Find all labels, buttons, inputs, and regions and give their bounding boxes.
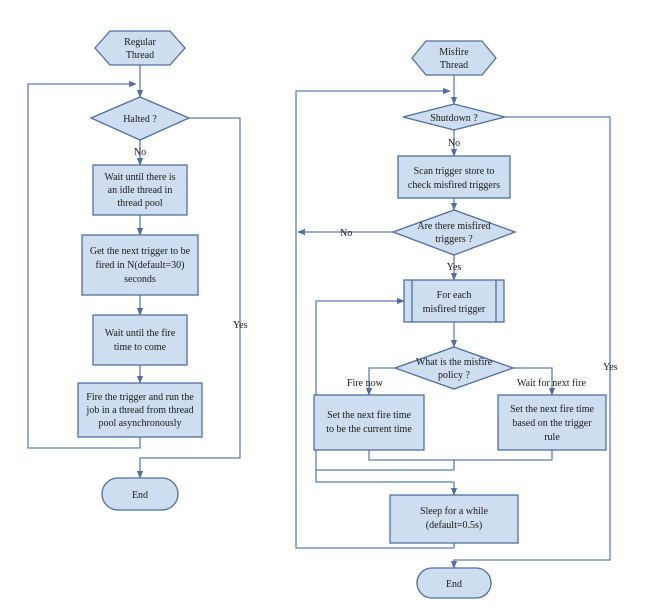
misfire-loop-back-connector <box>295 87 455 549</box>
fire-trigger-label: job in a thread from thread <box>86 405 194 416</box>
yes-connector <box>136 117 241 479</box>
halted-label: Halted ? <box>123 114 157 125</box>
regular-end-label: End <box>132 490 148 501</box>
for-each-trigger-box <box>403 279 505 323</box>
wait-fire-time-box <box>92 314 188 366</box>
fire-trigger-label: Fire the trigger and run the <box>86 392 194 403</box>
misfire-start-label: Misfire <box>439 47 469 58</box>
set-rule-label: based on the trigger <box>512 418 592 429</box>
policy-label: What is the misfire <box>416 357 493 368</box>
scan-trigger-store-box <box>397 155 511 199</box>
regular-thread-flow: Regular Thread Halted ? No Wait until th… <box>27 30 248 511</box>
get-next-label: fired in N(default=30) <box>96 260 185 271</box>
sleep-box <box>389 494 519 544</box>
fire-trigger-box <box>77 382 203 438</box>
loop-back-connector <box>27 80 141 449</box>
to-sleep-connector <box>315 470 458 496</box>
set-current-label: Set the next fire time <box>327 410 411 421</box>
wait-idle-label: Wait until there is <box>104 172 175 183</box>
set-rule-label: rule <box>544 432 560 443</box>
wait-next-connector <box>513 367 556 396</box>
scan-label: Scan trigger store to <box>414 166 495 177</box>
for-each-label: misfired trigger <box>423 304 486 315</box>
get-next-label: seconds <box>124 274 156 285</box>
set-rule-label: Set the next fire time <box>510 404 594 415</box>
shutdown-label: Shutdown ? <box>430 113 478 124</box>
are-there-label: Are there misfired <box>417 221 490 232</box>
no-label: No <box>448 138 460 149</box>
fire-now-connector <box>365 367 395 396</box>
fire-now-label: Fire now <box>347 378 384 389</box>
wait-fire-label: time to come <box>114 342 167 353</box>
yes-label: Yes <box>603 362 618 373</box>
merge-connector <box>368 450 553 461</box>
set-current-time-box <box>313 394 425 451</box>
misfired-triggers-decision <box>391 209 517 256</box>
wait-idle-label: thread pool <box>117 198 162 209</box>
are-there-label: triggers ? <box>435 234 473 245</box>
misfire-thread-start <box>411 40 497 76</box>
scan-label: check misfired triggers <box>408 180 500 191</box>
policy-label: policy ? <box>438 370 470 381</box>
misfire-end-terminal <box>416 567 492 599</box>
no-label: No <box>134 147 146 158</box>
get-next-trigger-box <box>81 234 199 296</box>
set-current-label: to be the current time <box>326 424 412 435</box>
misfire-end-label: End <box>446 579 462 590</box>
wait-idle-thread-box <box>92 164 188 216</box>
misfire-start-label: Thread <box>440 60 468 71</box>
sleep-label: Sleep for a while <box>420 506 489 517</box>
no-label: No <box>340 228 352 239</box>
wait-fire-label: Wait until the fire <box>105 328 176 339</box>
regular-thread-start <box>94 30 186 66</box>
shutdown-yes-connector <box>450 116 611 569</box>
fire-trigger-label: pool asynchronously <box>98 418 181 429</box>
wait-next-label: Wait for next fire <box>517 378 586 389</box>
yes-label: Yes <box>233 320 248 331</box>
misfire-thread-flow: Misfire Thread Shutdown ? No Scan trigge… <box>295 40 618 599</box>
yes-label: Yes <box>447 262 462 273</box>
regular-end-terminal <box>101 477 179 511</box>
for-each-label: For each <box>437 290 472 301</box>
get-next-label: Get the next trigger to be <box>90 246 191 257</box>
halted-decision <box>89 96 191 141</box>
shutdown-decision <box>402 103 506 131</box>
set-rule-time-box <box>497 394 607 451</box>
misfire-policy-decision <box>393 346 515 390</box>
regular-start-label: Thread <box>126 50 154 61</box>
wait-idle-label: an idle thread in <box>108 185 173 196</box>
regular-start-label: Regular <box>124 37 156 48</box>
sleep-label: (default=0.5s) <box>426 520 482 531</box>
